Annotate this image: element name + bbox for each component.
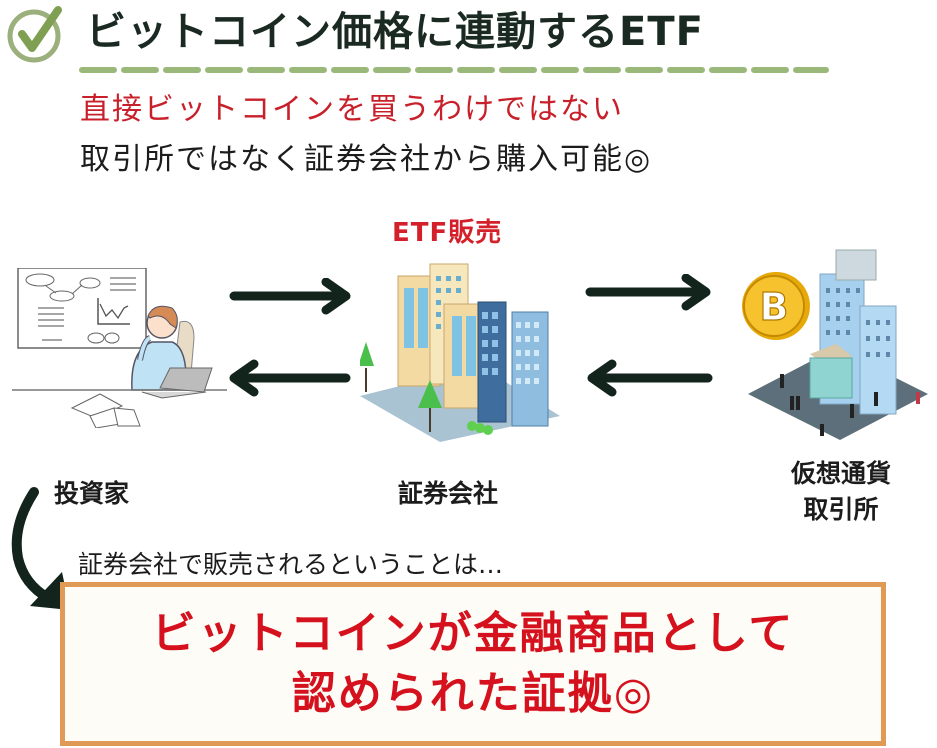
conclusion-lead-text: 証券会社で販売されるということは…: [78, 550, 504, 579]
arrow-investor-to-securities: [226, 278, 356, 318]
investor-thinking-illustration: [12, 268, 227, 428]
etf-sales-label: ETF販売: [392, 218, 503, 248]
conclusion-line-1: ビットコインが金融商品として: [151, 608, 795, 659]
node-label-securities-company: 証券会社: [398, 479, 499, 508]
check-circle-icon: [6, 4, 68, 64]
node-label-crypto-exchange-line1: 仮想通貨: [790, 459, 891, 488]
page-title: ビットコイン価格に連動するETF: [86, 9, 704, 55]
subtitle-not-direct-purchase: 直接ビットコインを買うわけではない: [80, 92, 624, 127]
bitcoin-symbol-icon: B: [760, 285, 789, 329]
conclusion-line-2: 認められた証拠◎: [291, 668, 655, 719]
arrow-exchange-to-securities: [582, 358, 716, 398]
node-label-crypto-exchange: 仮想通貨 取引所: [776, 456, 906, 528]
securities-company-buildings-illustration: [360, 256, 560, 442]
subtitle-buy-from-securities: 取引所ではなく証券会社から購入可能◎: [80, 142, 653, 177]
crypto-exchange-building-bitcoin-illustration: B: [740, 244, 930, 444]
conclusion-box: ビットコインが金融商品として 認められた証拠◎: [60, 582, 886, 746]
node-label-investor: 投資家: [54, 479, 130, 508]
title-dashed-underline: [78, 66, 830, 74]
node-label-crypto-exchange-line2: 取引所: [803, 495, 879, 524]
arrow-securities-to-exchange: [582, 274, 716, 314]
arrow-securities-to-investor: [224, 358, 354, 398]
